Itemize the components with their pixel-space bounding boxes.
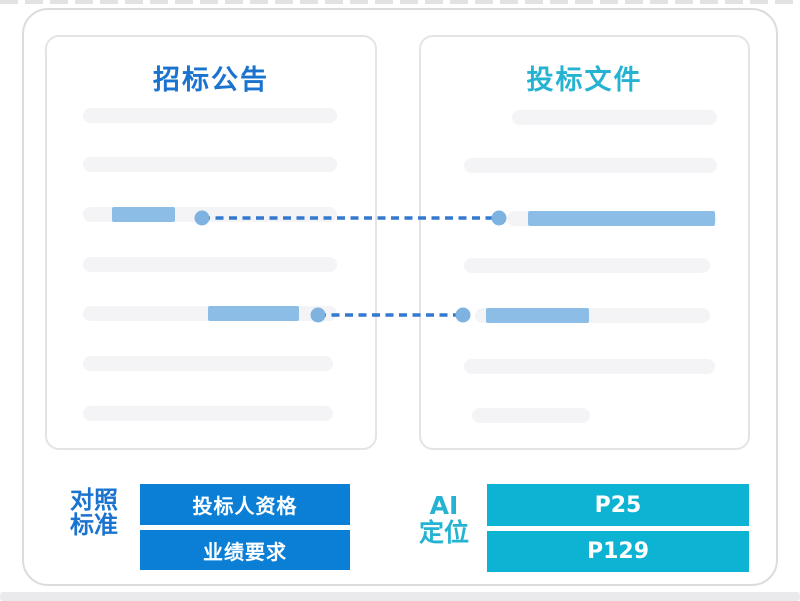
bid-document-panel: 投标文件 xyxy=(419,35,750,450)
top-edge-pattern xyxy=(0,0,800,4)
tender-announcement-panel: 招标公告 xyxy=(45,35,377,450)
page-129-button[interactable]: P129 xyxy=(487,531,749,572)
comparison-standard-label-line1: 对照 xyxy=(70,486,118,514)
comparison-card: 招标公告 投标文件 对照 标准 投标人资格 业绩要求 AI 定位 P25 P12… xyxy=(22,8,778,586)
bid-document-title: 投标文件 xyxy=(526,65,643,96)
performance-requirement-button[interactable]: 业绩要求 xyxy=(140,530,350,570)
ai-locate-label-line1: AI xyxy=(429,491,459,520)
comparison-standard-label-line2: 标准 xyxy=(70,511,118,539)
bidder-qualification-button[interactable]: 投标人资格 xyxy=(140,484,350,525)
ai-locate-label-line2: 定位 xyxy=(418,518,469,547)
ai-locate-label: AI 定位 xyxy=(417,492,471,546)
tender-announcement-title: 招标公告 xyxy=(153,65,269,96)
bottom-edge-strip xyxy=(0,592,800,601)
page-25-button[interactable]: P25 xyxy=(487,484,749,526)
comparison-standard-label: 对照 标准 xyxy=(66,488,122,538)
